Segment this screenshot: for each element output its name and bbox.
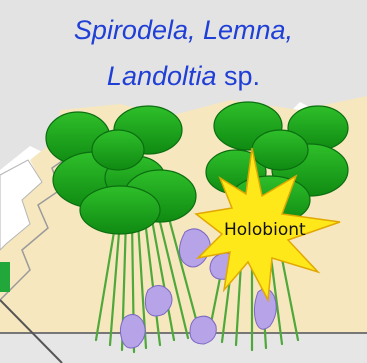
frond <box>252 130 308 170</box>
species-suffix: sp. <box>217 61 261 91</box>
map-green-edge <box>0 262 10 292</box>
species-title-line-2: Landoltia sp. <box>0 61 367 91</box>
frond <box>92 130 144 170</box>
species-genus-list: Spirodela, Lemna, <box>74 15 293 45</box>
bacterium <box>190 316 216 344</box>
species-genus-landoltia: Landoltia <box>107 61 217 91</box>
species-title-line-1: Spirodela, Lemna, <box>0 15 367 45</box>
frond <box>80 186 160 234</box>
holobiont-label: Holobiont <box>224 220 306 240</box>
map-bottom-strip <box>0 332 367 363</box>
